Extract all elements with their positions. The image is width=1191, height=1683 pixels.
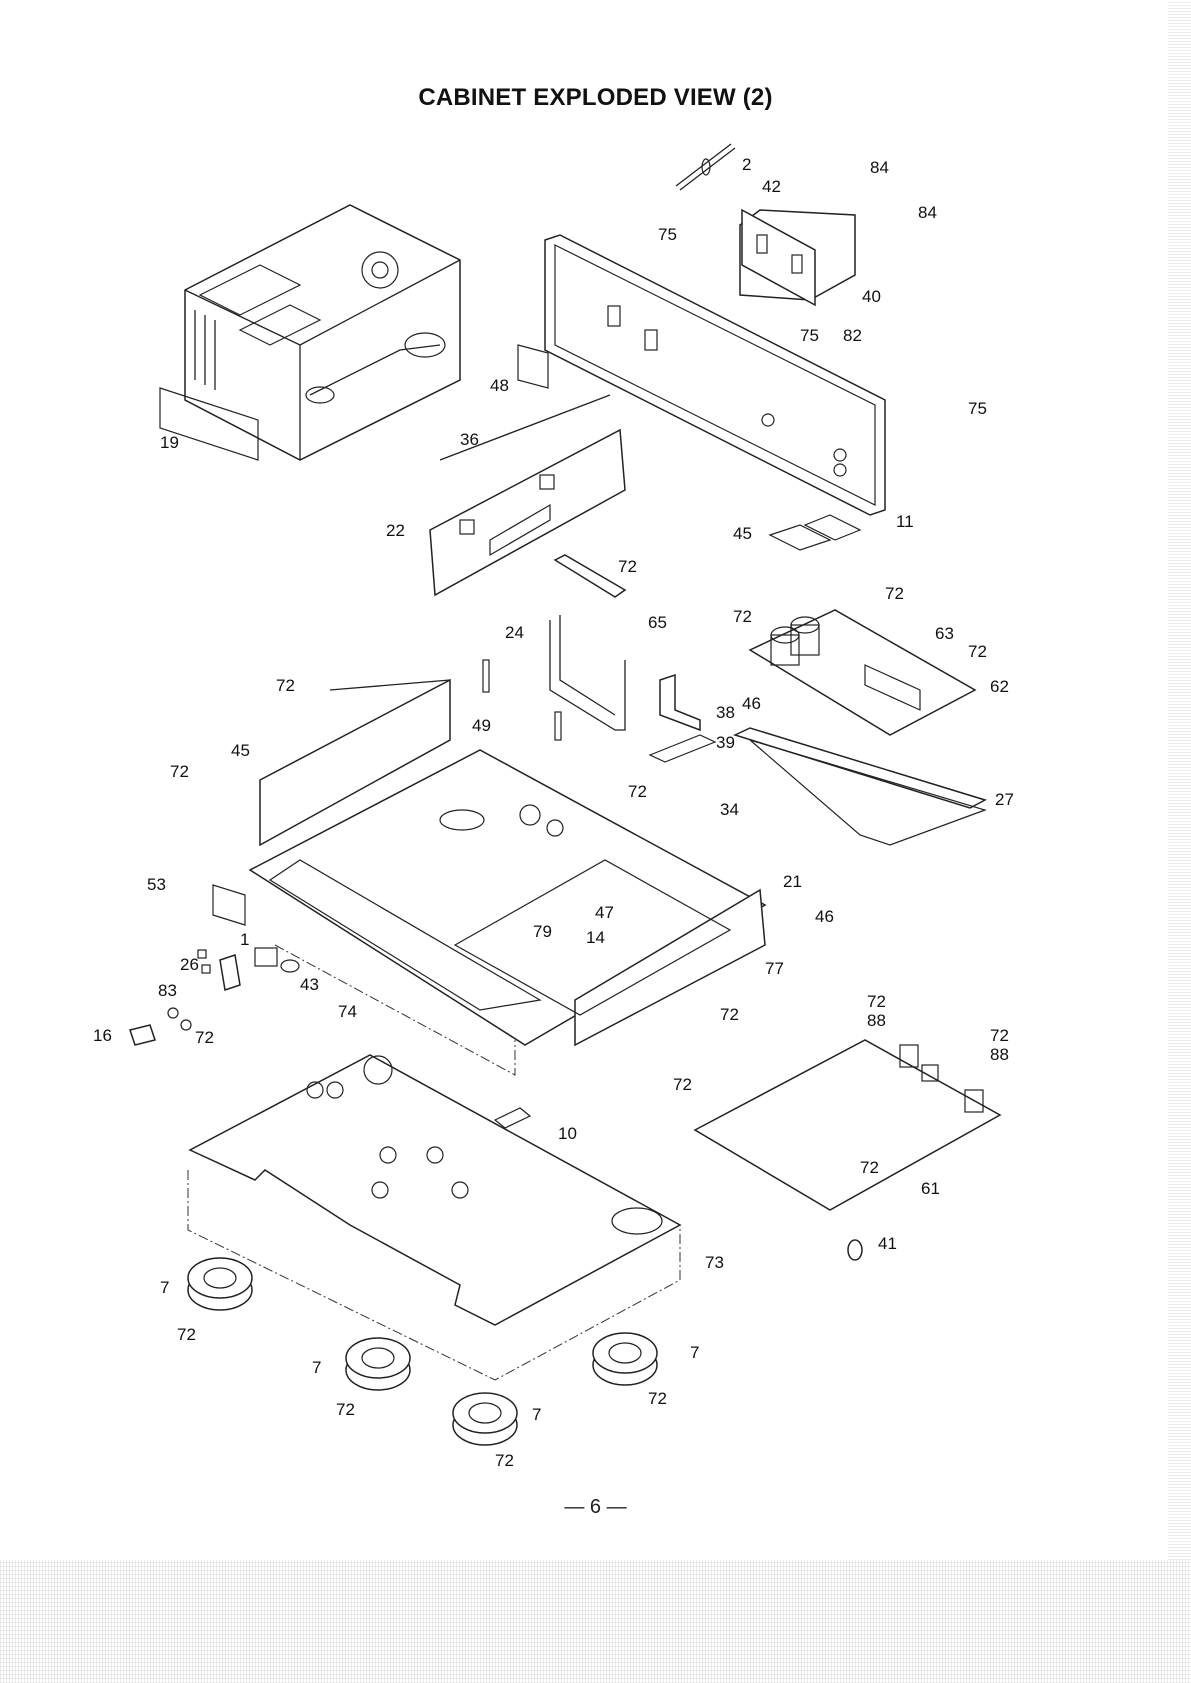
callout-7: 7: [532, 1405, 541, 1424]
mechanism-assembly: [184, 204, 461, 461]
page-title: CABINET EXPLODED VIEW (2): [418, 84, 773, 111]
input-pcb: [693, 1039, 1002, 1261]
callout-72: 72: [276, 676, 295, 695]
callout-45: 45: [231, 741, 250, 760]
callout-61: 61: [921, 1179, 940, 1198]
bottom-plate: [187, 1054, 682, 1381]
power-cord: [675, 143, 736, 191]
callout-43: 43: [300, 975, 319, 994]
scan-noise-bottom: [0, 1560, 1191, 1683]
callout-84: 84: [918, 203, 937, 222]
callout-72: 72: [867, 992, 886, 1011]
callout-11: 11: [896, 512, 914, 531]
foot-3: [452, 1392, 518, 1446]
callout-77: 77: [765, 959, 784, 978]
callout-46: 46: [742, 694, 761, 713]
callout-7: 7: [160, 1278, 169, 1297]
bracket-24: [482, 554, 627, 741]
callout-72: 72: [177, 1325, 196, 1344]
power-pcb: [748, 514, 977, 736]
callout-21: 21: [783, 872, 802, 891]
callout-46: 46: [815, 907, 834, 926]
scan-noise-right: [1168, 0, 1191, 1560]
callout-47: 47: [595, 903, 614, 922]
callout-26: 26: [180, 955, 199, 974]
callout-75: 75: [658, 225, 677, 244]
callout-72: 72: [990, 1026, 1009, 1045]
callout-75: 75: [968, 399, 987, 418]
power-switch: [129, 947, 300, 1046]
callout-72: 72: [733, 607, 752, 626]
callout-83: 83: [158, 981, 177, 1000]
callout-72: 72: [673, 1075, 692, 1094]
callout-65: 65: [648, 613, 667, 632]
label-sticker-53: [212, 884, 246, 926]
label-sticker-48: [517, 344, 549, 389]
foot-1: [187, 1257, 253, 1311]
rear-panel: [544, 234, 886, 516]
callout-72: 72: [336, 1400, 355, 1419]
callout-39: 39: [716, 733, 735, 752]
callout-38: 38: [716, 703, 735, 722]
page-number: — 6 —: [564, 1496, 627, 1518]
callout-48: 48: [490, 376, 509, 395]
rubber-feet: [187, 1257, 658, 1446]
callout-7: 7: [312, 1358, 321, 1377]
foot-4: [592, 1332, 658, 1386]
callout-41: 41: [878, 1234, 897, 1253]
callout-84: 84: [870, 158, 889, 177]
callout-73: 73: [705, 1253, 724, 1272]
callout-1: 1: [240, 930, 249, 949]
callout-72: 72: [968, 642, 987, 661]
callout-24: 24: [505, 623, 524, 642]
callout-2: 2: [742, 155, 751, 174]
callout-40: 40: [862, 287, 881, 306]
jack-38-39: [648, 673, 717, 763]
main-chassis: [248, 678, 767, 1047]
callout-88: 88: [867, 1011, 886, 1030]
guide-line-74: [274, 944, 516, 1076]
callout-72: 72: [860, 1158, 879, 1177]
callout-72: 72: [195, 1028, 214, 1047]
callout-34: 34: [720, 800, 739, 819]
callout-45: 45: [733, 524, 752, 543]
callout-79: 79: [533, 922, 552, 941]
callout-36: 36: [460, 430, 479, 449]
callout-62: 62: [990, 677, 1009, 696]
callout-72: 72: [495, 1451, 514, 1470]
foot-2: [345, 1337, 411, 1391]
callout-19: 19: [160, 433, 179, 452]
callout-72: 72: [720, 1005, 739, 1024]
callout-72: 72: [648, 1389, 667, 1408]
bracket-22: [429, 394, 626, 597]
callout-14: 14: [586, 928, 605, 947]
pcb-frame: [749, 739, 987, 846]
callout-75: 75: [800, 326, 819, 345]
callout-10: 10: [558, 1124, 577, 1143]
callout-88: 88: [990, 1045, 1009, 1064]
callout-53: 53: [147, 875, 166, 894]
callout-49: 49: [472, 716, 491, 735]
callout-42: 42: [762, 177, 781, 196]
callout-72: 72: [618, 557, 637, 576]
callout-27: 27: [995, 790, 1014, 809]
transformer: [739, 208, 856, 307]
callout-72: 72: [170, 762, 189, 781]
callout-72: 72: [885, 584, 904, 603]
callout-63: 63: [935, 624, 954, 643]
label-sticker-19: [159, 387, 259, 461]
callout-labels: 2 42 84 84 75 40 75 82 75 48 19 36 11 22…: [93, 155, 1014, 1470]
rail-27: [732, 727, 987, 809]
callout-22: 22: [386, 521, 405, 540]
callout-82: 82: [843, 326, 862, 345]
callout-72: 72: [628, 782, 647, 801]
callout-16: 16: [93, 1026, 112, 1045]
callout-7: 7: [690, 1343, 699, 1362]
callout-74: 74: [338, 1002, 357, 1021]
